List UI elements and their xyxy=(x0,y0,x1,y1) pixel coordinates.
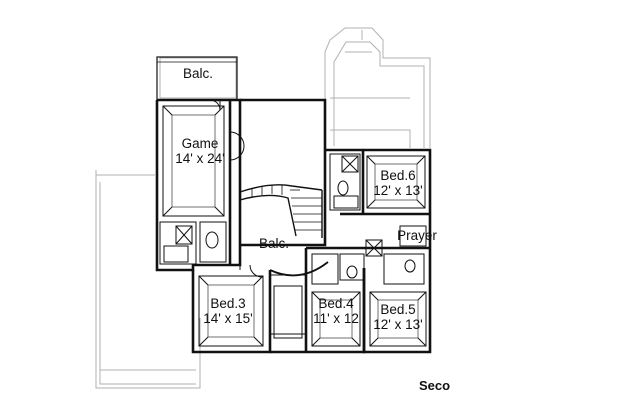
room-size: 11' x 12 xyxy=(313,311,359,326)
room-name: Balc. xyxy=(182,66,213,81)
interior-details xyxy=(159,99,427,347)
room-size: 14' x 24' xyxy=(175,151,225,166)
room-label-bed4: Bed.4 11' x 12 xyxy=(300,296,372,326)
room-size: 12' x 13' xyxy=(373,183,423,198)
room-label-game: Game 14' x 24' xyxy=(158,136,242,166)
staircase xyxy=(239,184,323,238)
room-name: Prayer xyxy=(397,228,437,243)
lower-level-outline xyxy=(95,27,431,389)
room-name: Game xyxy=(181,136,219,151)
room-label-balc-center: Balc. xyxy=(246,236,302,251)
room-size: 14' x 15' xyxy=(203,311,253,326)
plan-title: Seco xyxy=(419,378,451,393)
main-walls xyxy=(155,98,432,354)
room-name: Bed.5 xyxy=(380,302,416,317)
room-name: Bed.4 xyxy=(318,296,354,311)
room-name: Bed.3 xyxy=(210,296,246,311)
room-label-bed6: Bed.6 12' x 13' xyxy=(356,168,440,198)
room-label-balc-top: Balc. xyxy=(170,66,226,81)
room-label-bed5: Bed.5 12' x 13' xyxy=(356,302,440,332)
room-label-bed3: Bed.3 14' x 15' xyxy=(186,296,270,326)
room-size: 12' x 13' xyxy=(373,317,423,332)
room-name: Balc. xyxy=(258,236,289,251)
room-name: Bed.6 xyxy=(380,168,416,183)
room-label-prayer: Prayer xyxy=(387,228,447,243)
